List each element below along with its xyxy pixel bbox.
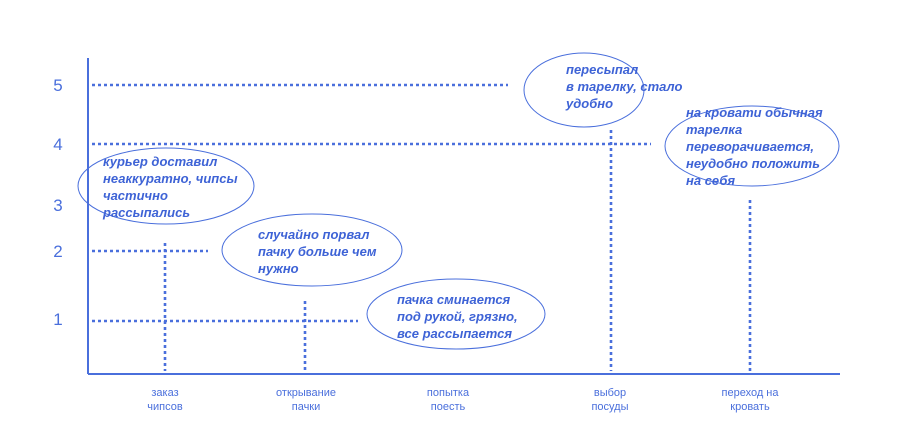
x-label-dishes: выбор посуды bbox=[591, 387, 629, 413]
comment-bed: на кровати обычная тарелка переворачивае… bbox=[686, 105, 823, 188]
y-tick-4: 4 bbox=[53, 135, 63, 154]
y-tick-3: 3 bbox=[53, 196, 63, 215]
comment-bubble-3 bbox=[366, 278, 546, 350]
y-tick-2: 2 bbox=[53, 242, 63, 261]
comment-eating: пачка сминается под рукой, грязно, все р… bbox=[397, 292, 518, 341]
x-label-eating: попытка поесть bbox=[426, 387, 470, 413]
comment-bubble-4 bbox=[523, 52, 645, 128]
comment-bubble-1 bbox=[77, 147, 255, 225]
comment-dishes: пересыпал в тарелку, стало удобно bbox=[566, 62, 683, 111]
comment-bubble-5 bbox=[664, 105, 840, 187]
x-label-bed: переход на кровать bbox=[721, 387, 779, 413]
y-tick-5: 5 bbox=[53, 76, 63, 95]
y-tick-1: 1 bbox=[53, 310, 63, 329]
x-label-order: заказ чипсов bbox=[147, 387, 183, 413]
comment-opening: случайно порвал пачку больше чем нужно bbox=[258, 227, 377, 276]
x-label-opening: открывание пачки bbox=[276, 387, 336, 413]
comment-bubble-2 bbox=[221, 213, 403, 287]
comment-order: курьер доставил неаккуратно, чипсы части… bbox=[103, 154, 238, 220]
